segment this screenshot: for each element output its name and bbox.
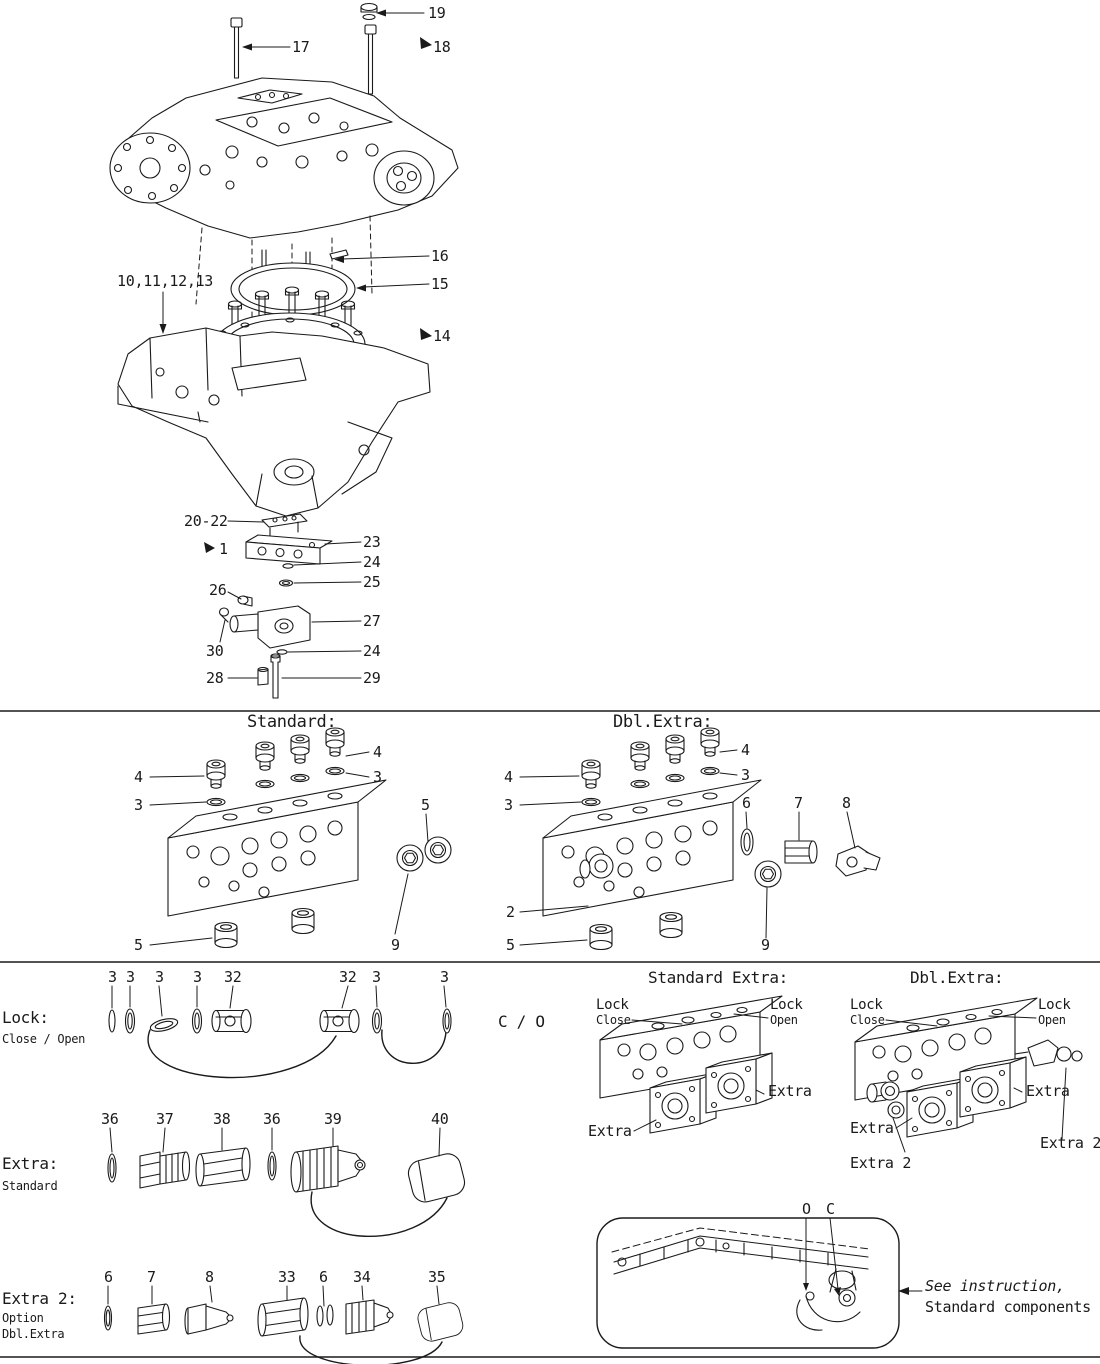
dbl-callout-5: 5 [506,936,515,954]
main-assembly-drawing [109,2,459,699]
lock-parts-drawing [108,985,452,1079]
callout-26: 26 [209,581,227,599]
extra-callout-37: 37 [156,1110,174,1128]
extra2-callout-6a: 6 [104,1268,113,1286]
std-callout-3-left: 3 [134,796,143,814]
callout-29: 29 [363,669,381,687]
extra2-callout-35: 35 [428,1268,446,1286]
se-extra-left: Extra [588,1122,632,1140]
extra2-sublabel2: Dbl.Extra [2,1327,65,1341]
dbl-extra-title: Dbl.Extra: [613,712,713,732]
standard-valve-block-drawing [149,727,452,949]
dbl-callout-9: 9 [761,936,770,954]
callout-25: 25 [363,573,381,591]
extra2-callout-33: 33 [278,1268,296,1286]
callout-19: 19 [428,4,446,22]
extra-sublabel: Standard [2,1179,58,1193]
instruction-sketch-drawing [596,1217,923,1349]
callout-15: 15 [431,275,449,293]
standard-extra-title: Standard Extra: [648,968,788,987]
lock-callout-3c: 3 [155,968,164,986]
extra2-callout-6b: 6 [319,1268,328,1286]
std-callout-4-right: 4 [373,743,382,761]
extra2-callout-8: 8 [205,1268,214,1286]
de-lock-close-lock: Lock [850,997,883,1013]
callout-17: 17 [292,38,310,56]
dbl-extra-assembly-drawing [854,997,1083,1153]
extra2-label: Extra 2: [2,1289,77,1308]
std-callout-3-right: 3 [373,768,382,786]
dbl-callout-6: 6 [742,794,751,812]
lock-callout-32a: 32 [224,968,242,986]
de-lock-open-open: Open [1038,1013,1066,1027]
extra-callout-40: 40 [431,1110,449,1128]
dbl-callout-3-left: 3 [504,796,513,814]
callout-14: 14 [433,327,451,345]
std-callout-9: 9 [391,936,400,954]
instruction-c-label: C [826,1200,835,1218]
extra-label: Extra: [2,1154,58,1173]
se-lock-open-open: Open [770,1013,798,1027]
callout-24a: 24 [363,553,381,571]
standard-extra-drawing [599,995,783,1134]
standard-title: Standard: [247,712,337,732]
lock-callout-3b: 3 [126,968,135,986]
lock-callout-3d: 3 [193,968,202,986]
de-extra-right: Extra [1026,1082,1070,1100]
callout-30: 30 [206,642,224,660]
callout-27: 27 [363,612,381,630]
se-lock-close-lock: Lock [596,997,629,1013]
dbl-extra-bottom-title: Dbl.Extra: [910,968,1004,987]
callout-16: 16 [431,247,449,265]
std-callout-5-bottom: 5 [134,936,143,954]
dbl-extra-valve-block-drawing [519,727,881,951]
callout-18: 18 [433,38,451,56]
dbl-callout-3-right: 3 [741,766,750,784]
lock-callout-32b: 32 [339,968,357,986]
extra-parts-drawing [107,1127,468,1237]
dbl-callout-8: 8 [842,794,851,812]
std-callout-4-left: 4 [134,768,143,786]
dbl-callout-2: 2 [506,903,515,921]
extra-callout-38: 38 [213,1110,231,1128]
dbl-callout-4-left: 4 [504,768,513,786]
se-extra-right: Extra [768,1082,812,1100]
std-callout-5-right: 5 [421,796,430,814]
callout-24b: 24 [363,642,381,660]
lock-callout-3f: 3 [440,968,449,986]
callout-10-13: 10,11,12,13 [117,272,214,290]
callout-20-22: 20-22 [184,512,228,530]
extra2-parts-drawing [103,1285,466,1364]
close-open-label: C / O [498,1012,545,1031]
se-lock-open-lock: Lock [770,997,803,1013]
extra-callout-36b: 36 [263,1110,281,1128]
callout-28: 28 [206,669,224,687]
lock-sublabel: Close / Open [2,1032,86,1046]
de-lock-close-close: Close [850,1013,885,1027]
lock-callout-3a: 3 [108,968,117,986]
see-instruction-line2: Standard components [925,1298,1091,1316]
see-instruction-line1: See instruction, [925,1277,1065,1295]
lock-label: Lock: [2,1008,49,1027]
extra-callout-39: 39 [324,1110,342,1128]
extra2-callout-7: 7 [147,1268,156,1286]
dbl-callout-4-right: 4 [741,741,750,759]
section-dividers [0,710,1100,1358]
de-extra-left: Extra [850,1119,894,1137]
lock-callout-3e: 3 [372,968,381,986]
extra-callout-36a: 36 [101,1110,119,1128]
instruction-o-label: O [802,1200,811,1218]
dbl-callout-7: 7 [794,794,803,812]
se-lock-close-close: Close [596,1013,631,1027]
extra2-callout-34: 34 [353,1268,371,1286]
callout-1: 1 [219,540,228,558]
de-lock-open-lock: Lock [1038,997,1071,1013]
extra2-sublabel1: Option [2,1311,44,1325]
de-extra2-right: Extra 2 [1040,1134,1100,1152]
de-extra2-left: Extra 2 [850,1154,912,1172]
callout-23: 23 [363,533,381,551]
